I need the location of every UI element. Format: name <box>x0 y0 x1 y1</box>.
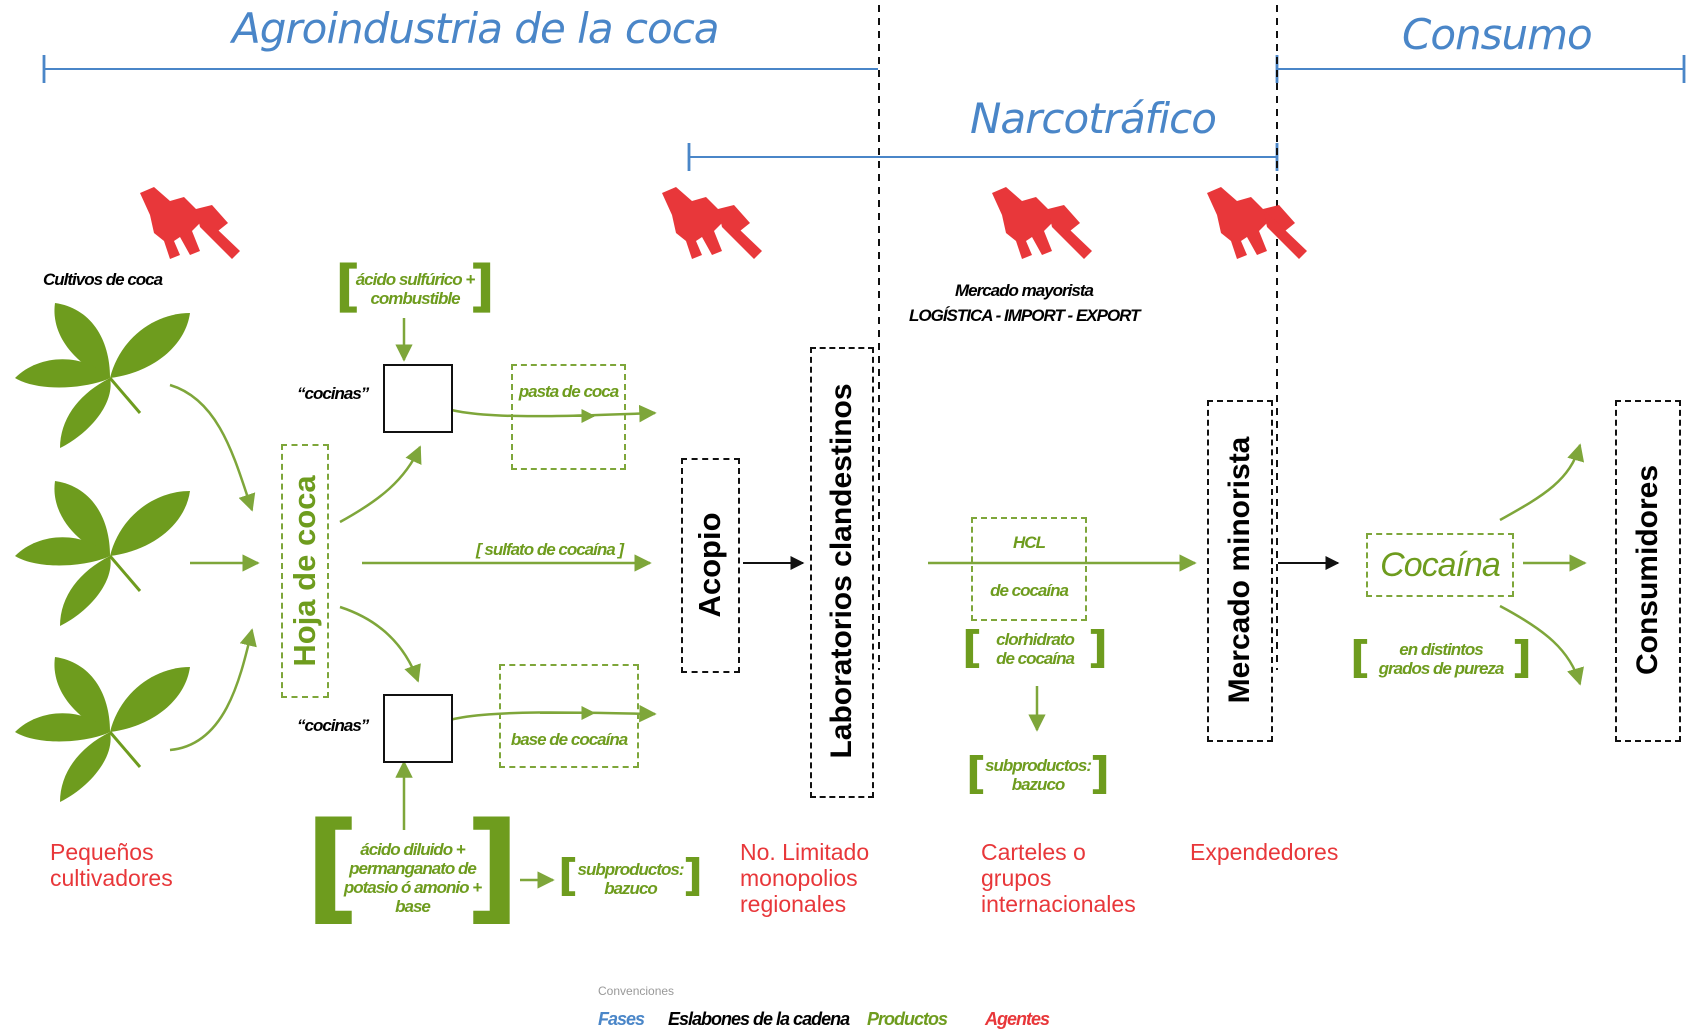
bracket-right-icon: ] <box>1511 632 1532 683</box>
rifle-icon-1 <box>140 187 240 259</box>
subproductos-1-label: subproductos: bazuco <box>577 860 685 898</box>
legend-fases: Fases <box>598 1009 645 1029</box>
subproductos-2-group: [ subproductos: bazuco ] <box>966 748 1110 802</box>
acido-sulfurico-label: ácido sulfúrico + combustible <box>355 270 476 308</box>
agent-expendedores: Expendedores <box>1190 839 1339 865</box>
agent-carteles: Carteles o grupos internacionales <box>981 839 1136 917</box>
laboratorios-box: Laboratorios clandestinos <box>810 347 874 798</box>
acido-diluido-group: [ ácido diluido + permanganato de potasi… <box>305 798 520 937</box>
bracket-right-icon: ] <box>1089 748 1110 799</box>
logistica-label: LOGÍSTICA - IMPORT - EXPORT <box>909 306 1141 325</box>
subproductos-2-label: subproductos: bazuco <box>985 756 1092 794</box>
bracket-right-icon: ] <box>469 254 495 319</box>
consumidores-label: Consumidores <box>1631 464 1664 676</box>
bracket-left-icon: [ <box>966 748 987 799</box>
mercado-mayorista-label: Mercado mayorista <box>955 281 1094 300</box>
bracket-left-icon: [ <box>1350 632 1371 683</box>
agent-no-limitado: No. Limitado monopolios regionales <box>740 839 870 917</box>
mercado-minorista-box: Mercado minorista <box>1207 400 1273 742</box>
hcl-label: HCL <box>1013 533 1046 552</box>
clorhidrato-label: clorhidrato de cocaína <box>996 630 1075 668</box>
de-cocaina-label: de cocaína <box>990 581 1069 600</box>
acopio-box: Acopio <box>681 458 740 673</box>
bracket-right-icon: ] <box>682 850 703 901</box>
cocaina-label: Cocaína <box>1380 546 1501 584</box>
cocinas-bottom-label: “cocinas” <box>297 716 369 735</box>
base-de-cocaina-label: base de cocaína <box>510 730 628 749</box>
subproductos-1-group: [ subproductos: bazuco ] <box>558 850 703 904</box>
cocaina-box: Cocaína <box>1366 533 1514 597</box>
hcl-box: HCL de cocaína <box>971 517 1087 621</box>
bracket-left-icon: [ <box>335 254 361 319</box>
cocina-bottom-box <box>383 694 453 763</box>
cocina-top-box <box>383 364 453 433</box>
bracket-left-icon: [ <box>558 850 579 901</box>
bracket-right-icon: ] <box>465 798 520 937</box>
pasta-de-coca-box: pasta de coca <box>511 364 626 470</box>
coca-leaf-icon-1 <box>13 301 192 450</box>
rifle-icon-3 <box>992 187 1092 259</box>
phase-consumo: Consumo <box>1402 10 1593 59</box>
bracket-right-icon: ] <box>1087 622 1108 673</box>
legend-agentes: Agentes <box>985 1009 1050 1029</box>
phase-agroindustria: Agroindustria de la coca <box>232 4 720 53</box>
cultivos-de-coca-label: Cultivos de coca <box>43 270 163 289</box>
agent-pequenos-cultivadores: Pequeños cultivadores <box>50 839 173 891</box>
bracket-left-icon: [ <box>305 798 360 937</box>
phase-narcotrafico: Narcotráfico <box>970 94 1217 143</box>
acido-sulfurico-group: [ ácido sulfúrico + combustible ] <box>335 254 495 319</box>
sulfato-de-cocaina-label: [ sulfato de cocaína ] <box>476 540 624 559</box>
acopio-label: Acopio <box>692 512 727 618</box>
bracket-left-icon: [ <box>962 622 983 673</box>
coca-leaf-icon-3 <box>13 655 192 804</box>
rifle-icon-4 <box>1207 187 1307 259</box>
pasta-de-coca-label: pasta de coca <box>518 382 619 401</box>
consumidores-box: Consumidores <box>1615 400 1681 742</box>
coca-leaf-icon-2 <box>13 479 192 628</box>
hoja-de-coca-box: Hoja de coca <box>281 444 329 698</box>
grados-de-pureza-group: [ en distintos grados de pureza ] <box>1350 632 1532 686</box>
acido-diluido-label: ácido diluido + permanganato de potasio … <box>343 840 482 916</box>
laboratorios-label: Laboratorios clandestinos <box>825 383 858 759</box>
mercado-minorista-label: Mercado minorista <box>1223 436 1256 704</box>
clorhidrato-group: [ clorhidrato de cocaína ] <box>962 622 1108 676</box>
legend-eslabones: Eslabones de la cadena <box>668 1009 850 1029</box>
legend-productos: Productos <box>867 1009 948 1029</box>
base-de-cocaina-box: base de cocaína <box>499 664 639 768</box>
hoja-de-coca-label: Hoja de coca <box>287 475 322 667</box>
cocinas-top-label: “cocinas” <box>297 384 369 403</box>
rifle-icon-2 <box>662 187 762 259</box>
grados-de-pureza-label: en distintos grados de pureza <box>1378 640 1505 678</box>
legend-title: Convenciones <box>598 984 675 998</box>
